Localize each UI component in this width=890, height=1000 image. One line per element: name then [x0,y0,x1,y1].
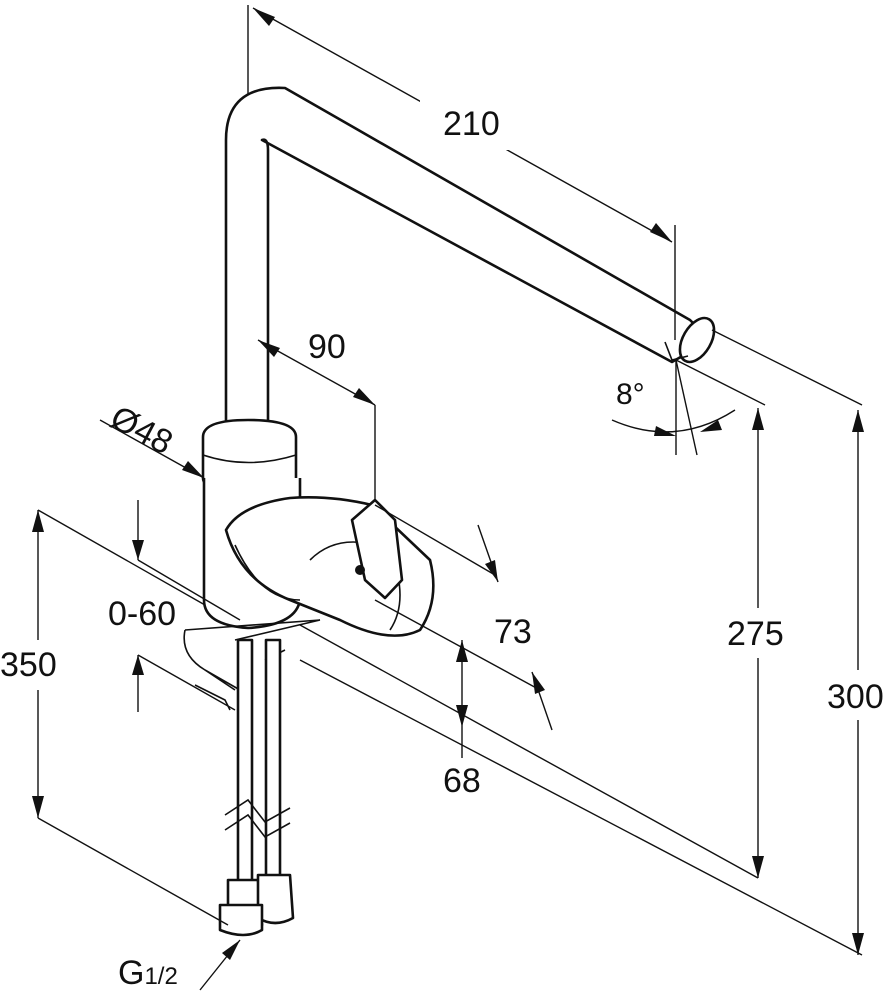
label-counter: 0-60 [108,595,176,633]
dim-counter [132,500,241,712]
label-73: 73 [494,613,532,651]
dim-angle [611,359,736,456]
label-68: 68 [443,762,481,800]
base-line [299,659,863,956]
dim-73 [374,504,553,731]
lever-handle [224,496,435,637]
dim-diameter [99,419,205,479]
counter-line [299,624,759,879]
label-300: 300 [827,678,884,716]
dim-350 [0,509,229,926]
label-210: 210 [443,105,500,143]
dim-210 [247,5,676,340]
dim-275 [675,359,800,878]
dim-300 [711,329,890,955]
faucet-spout [224,86,716,447]
label-angle: 8° [616,378,645,411]
dim-thread [199,939,241,991]
dim-68 [456,640,468,758]
label-350: 350 [0,646,57,684]
dim-90 [257,339,376,500]
label-275: 275 [727,615,784,653]
label-diameter: Ø48 [104,399,179,463]
label-90: 90 [308,328,346,366]
supply-hoses [218,638,295,937]
label-thread: G1/2 [118,954,178,992]
